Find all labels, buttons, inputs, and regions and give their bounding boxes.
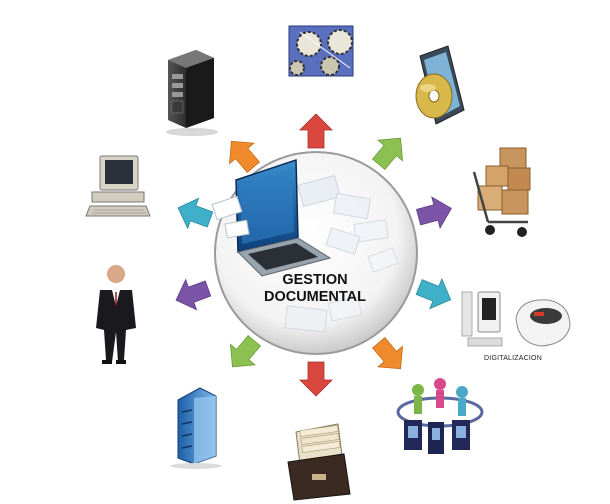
arrow-right-upper xyxy=(415,196,452,229)
central-hub xyxy=(211,151,418,355)
arrow-bottom-left xyxy=(229,335,261,368)
arrow-bottom-right xyxy=(372,337,404,370)
file-cabinet-icon xyxy=(287,423,351,501)
digitalizacion-label: DIGITALIZACION xyxy=(484,355,542,362)
optical-disc-icon xyxy=(415,45,465,125)
workflow-gears-icon xyxy=(288,25,354,77)
laptop-icon xyxy=(211,158,332,277)
boxes-hand-truck-icon xyxy=(472,147,531,237)
desktop-computer-icon xyxy=(85,155,151,217)
arrow-left-lower xyxy=(175,278,212,311)
arrow-top-right xyxy=(372,137,404,170)
arrow-top-left xyxy=(228,140,260,173)
hub-title-line2: DOCUMENTAL xyxy=(263,289,367,305)
people-network-icon xyxy=(396,378,484,454)
office-building-icon xyxy=(170,387,222,469)
hub-title-line1: GESTION xyxy=(282,272,348,288)
server-tower-icon xyxy=(166,50,218,136)
hub-title: GESTION DOCUMENTAL xyxy=(230,272,400,306)
flying-papers-icon xyxy=(284,174,399,333)
scanner-devices-icon xyxy=(461,291,571,347)
arrow-left-upper xyxy=(177,197,214,230)
arrow-top xyxy=(299,113,333,149)
arrow-bottom xyxy=(299,361,333,397)
businessman-icon xyxy=(96,265,136,364)
arrow-right-lower xyxy=(415,277,452,310)
